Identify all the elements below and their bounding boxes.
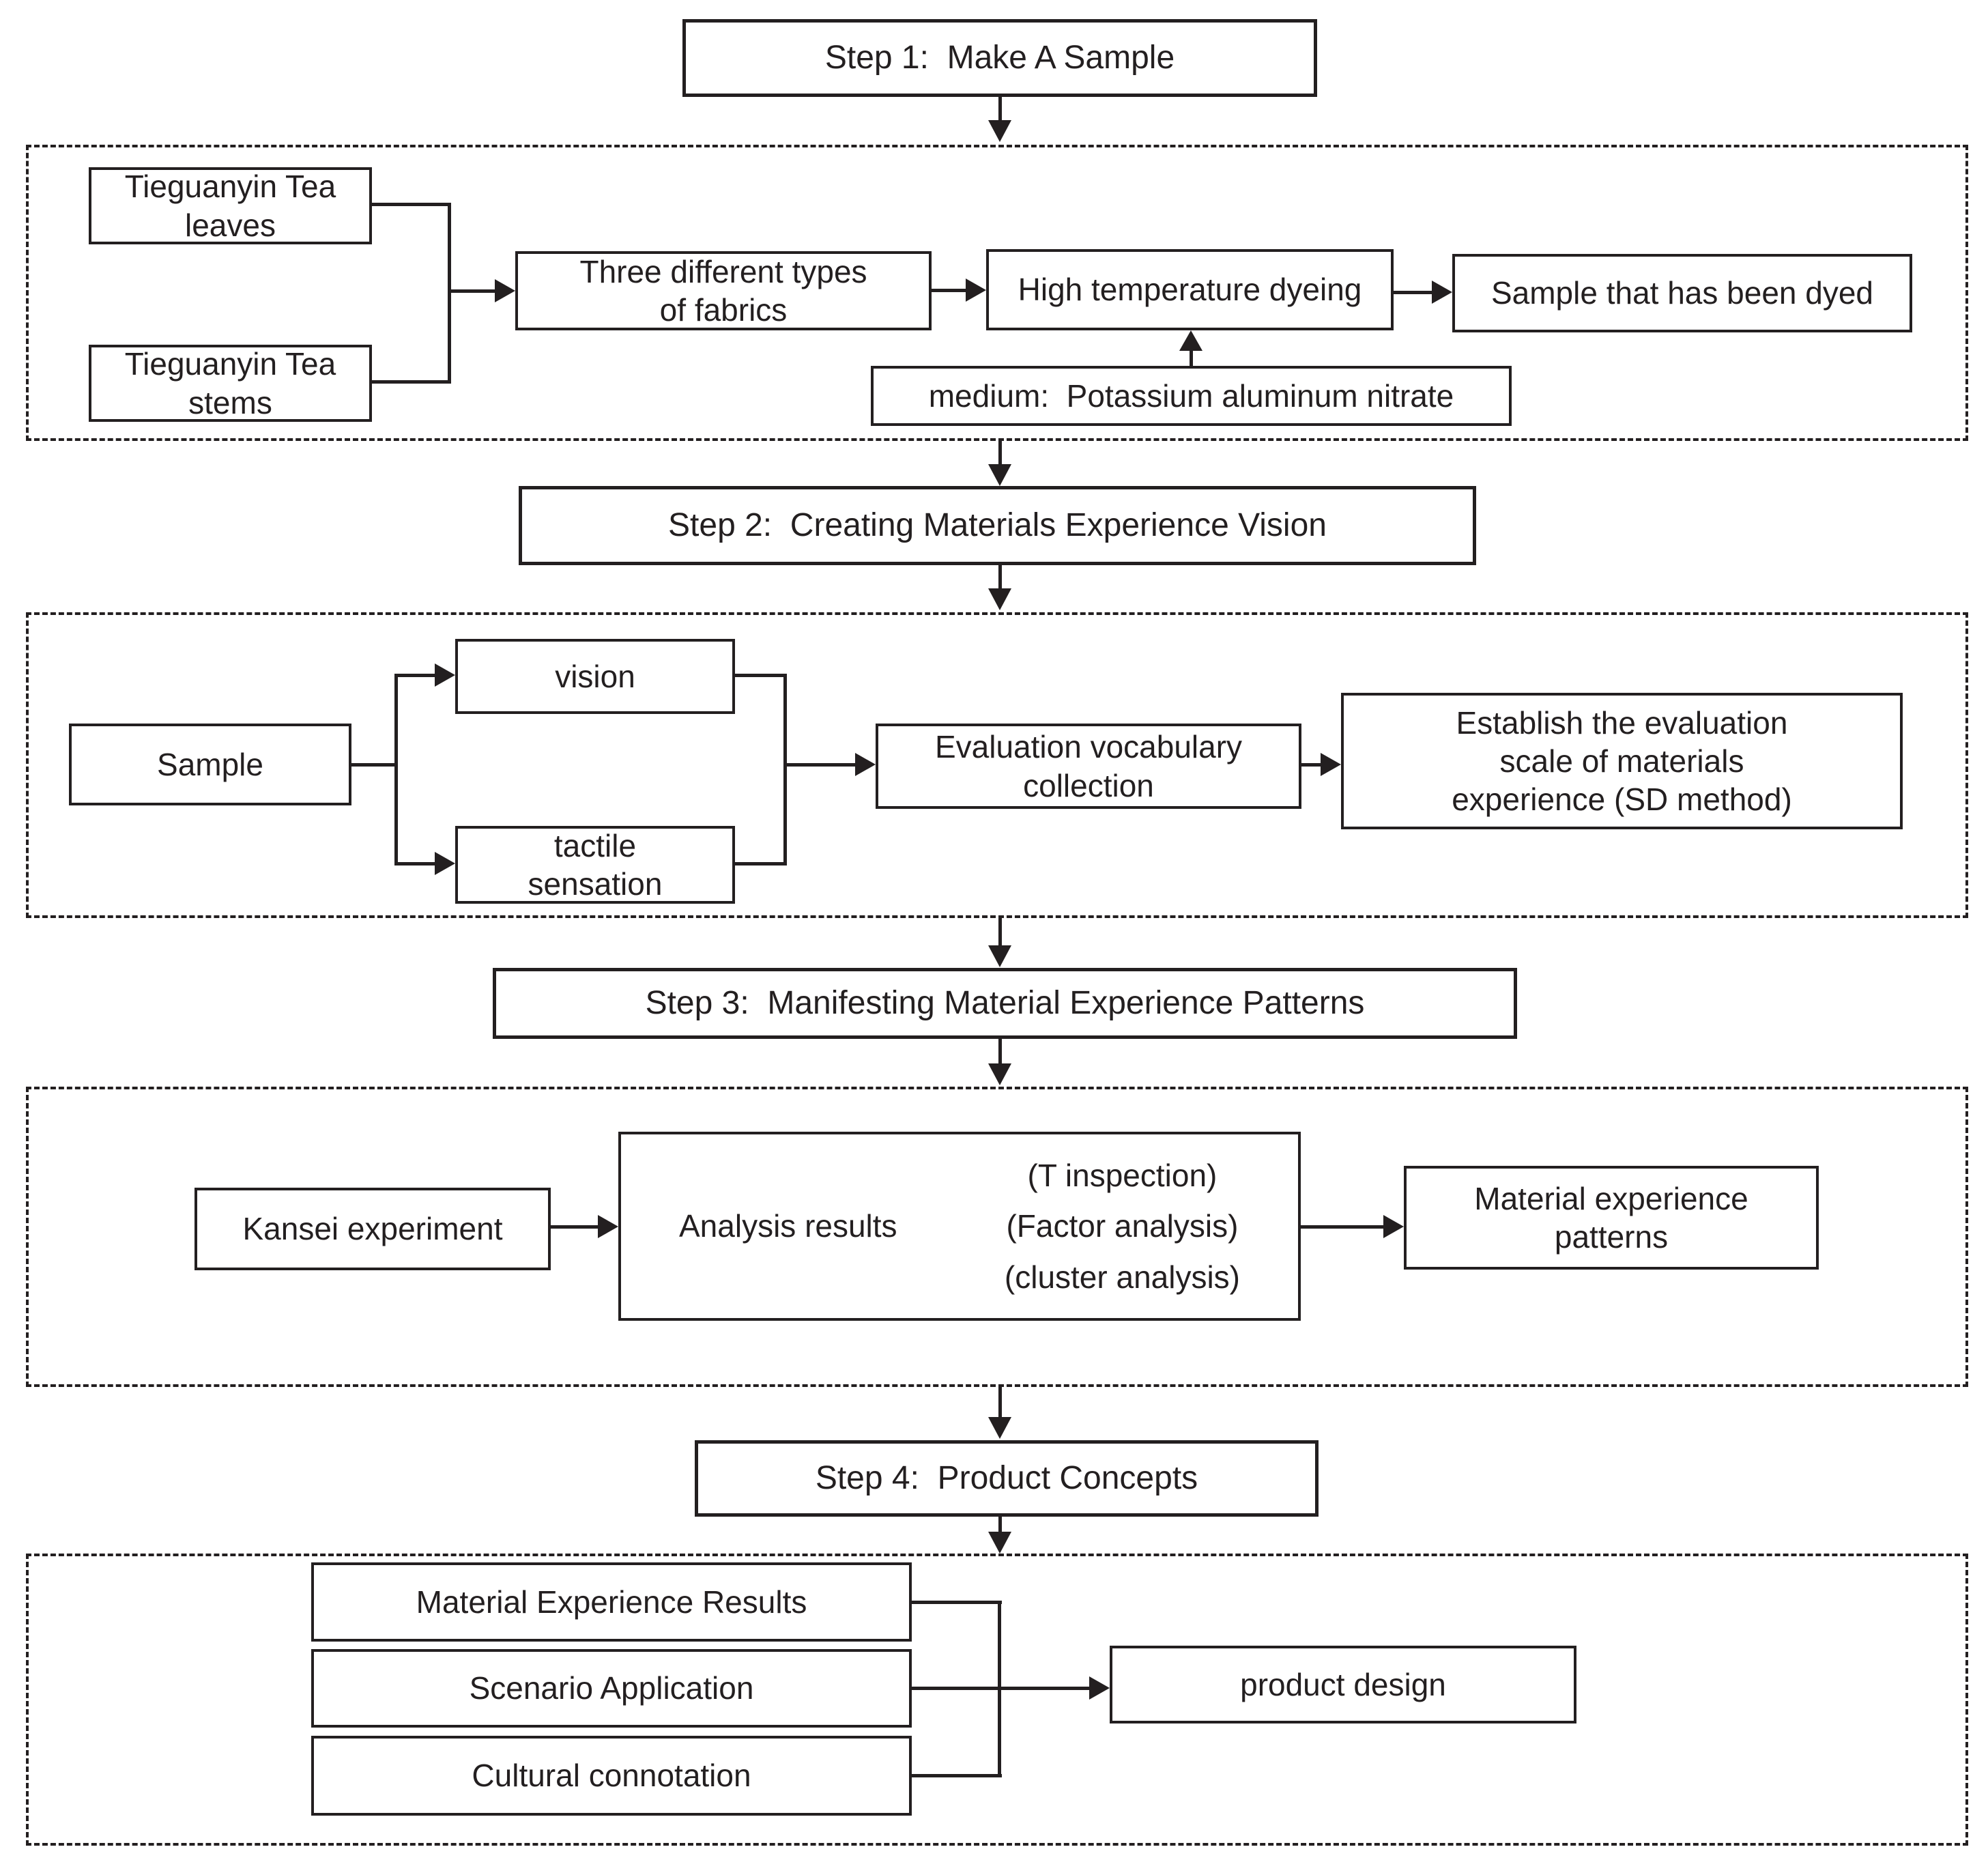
arrow-dyeing-to-sample-line xyxy=(1394,291,1432,294)
dyed-sample-label: Sample that has been dyed xyxy=(1490,275,1874,311)
product-design-box: product design xyxy=(1110,1646,1576,1723)
arrow-section1-to-step2-head xyxy=(988,464,1011,486)
cultural-connotation-box: Cultural connotation xyxy=(311,1736,912,1816)
arrow-kansei-to-analysis-head xyxy=(598,1215,618,1238)
arrow-step3-to-section3-head xyxy=(988,1063,1011,1085)
tea-leaves-label: Tieguanyin Tea leaves xyxy=(124,169,336,243)
arrow-step1-to-section1-head xyxy=(988,120,1011,142)
vision-label: vision xyxy=(555,658,635,694)
section4-frame xyxy=(26,1554,1968,1846)
connector-stems-stub xyxy=(372,380,450,384)
arrow-vocabulary-to-establish-head xyxy=(1321,753,1341,776)
medium-label: medium: Potassium aluminum nitrate xyxy=(928,377,1454,414)
establish-scale-box: Establish the evaluation scale of materi… xyxy=(1341,693,1903,829)
vocabulary-label: Evaluation vocabulary collection xyxy=(934,729,1243,803)
dyeing-box: High temperature dyeing xyxy=(986,249,1394,330)
connector-results-stub xyxy=(912,1601,1002,1604)
arrow-senses-to-vocabulary-line xyxy=(783,763,856,767)
dyed-sample-box: Sample that has been dyed xyxy=(1452,254,1912,332)
step4-header-label: Step 4: Product Concepts xyxy=(815,1459,1198,1496)
step3-header-box: Step 3: Manifesting Material Experience … xyxy=(493,968,1517,1039)
arrow-sample-to-vision-head xyxy=(435,663,455,687)
step1-header-box: Step 1: Make A Sample xyxy=(682,19,1317,97)
medium-box: medium: Potassium aluminum nitrate xyxy=(871,366,1512,426)
kansei-label: Kansei experiment xyxy=(242,1211,503,1247)
step3-header-label: Step 3: Manifesting Material Experience … xyxy=(645,984,1365,1021)
arrow-fabrics-to-dyeing-head xyxy=(966,278,986,302)
step1-header-label: Step 1: Make A Sample xyxy=(824,39,1175,76)
arrow-fabrics-to-dyeing-line xyxy=(932,289,966,292)
analysis-results-label: Analysis results xyxy=(679,1208,897,1244)
arrow-analysis-to-patterns-line xyxy=(1301,1225,1385,1229)
arrow-sample-to-vision-line xyxy=(394,674,436,677)
arrow-tea-to-fabrics-line xyxy=(448,289,495,293)
arrow-medium-to-dyeing-head xyxy=(1179,330,1202,351)
connector-tea-merge-line xyxy=(448,203,451,384)
fabrics-label: Three different types of fabrics xyxy=(579,253,867,328)
arrow-concepts-to-product-line xyxy=(912,1687,1091,1690)
step4-header-box: Step 4: Product Concepts xyxy=(695,1440,1319,1517)
vision-box: vision xyxy=(455,639,735,714)
connector-sample-stub xyxy=(351,763,397,767)
arrow-tea-to-fabrics-head xyxy=(495,279,515,302)
tea-stems-label: Tieguanyin Tea stems xyxy=(124,346,336,420)
connector-senses-merge-line xyxy=(783,674,787,865)
section1-frame xyxy=(26,145,1968,441)
kansei-box: Kansei experiment xyxy=(195,1188,551,1270)
experience-patterns-box: Material experience patterns xyxy=(1404,1166,1819,1270)
material-results-label: Material Experience Results xyxy=(416,1584,807,1620)
sample-box: Sample xyxy=(69,724,351,805)
arrow-step1-to-section1-line xyxy=(998,97,1002,121)
arrow-senses-to-vocabulary-head xyxy=(855,753,876,776)
section3-frame xyxy=(26,1087,1968,1387)
arrow-kansei-to-analysis-line xyxy=(551,1225,599,1229)
tactile-box: tactile sensation xyxy=(455,826,735,904)
arrow-vocabulary-to-establish-line xyxy=(1301,763,1322,767)
analysis-results-box: Analysis results (T inspection) (Factor … xyxy=(618,1132,1301,1321)
section2-frame xyxy=(26,612,1968,918)
analysis-methods-list: (T inspection) (Factor analysis) (cluste… xyxy=(1004,1157,1240,1295)
arrow-step3-to-section3-line xyxy=(998,1039,1002,1065)
tea-stems-box: Tieguanyin Tea stems xyxy=(89,345,372,422)
arrow-section2-to-step3-head xyxy=(988,945,1011,967)
connector-cultural-stub xyxy=(912,1774,1002,1777)
product-design-label: product design xyxy=(1240,1666,1446,1702)
sample-label: Sample xyxy=(157,746,263,782)
arrow-sample-to-tactile-head xyxy=(435,852,455,875)
arrow-step2-to-section2-head xyxy=(988,588,1011,610)
vocabulary-box: Evaluation vocabulary collection xyxy=(876,724,1301,809)
tea-leaves-box: Tieguanyin Tea leaves xyxy=(89,167,372,244)
tactile-label: tactile sensation xyxy=(528,827,663,902)
arrow-section3-to-step4-line xyxy=(998,1387,1002,1418)
connector-leaves-stub xyxy=(372,203,450,206)
arrow-step2-to-section2-line xyxy=(998,565,1002,590)
arrow-section2-to-step3-line xyxy=(998,918,1002,947)
material-results-box: Material Experience Results xyxy=(311,1562,912,1642)
cultural-connotation-label: Cultural connotation xyxy=(472,1758,751,1794)
experience-patterns-label: Material experience patterns xyxy=(1474,1180,1748,1255)
step2-header-box: Step 2: Creating Materials Experience Vi… xyxy=(519,486,1476,565)
connector-sample-branch-line xyxy=(394,674,398,865)
arrow-step4-to-section4-line xyxy=(998,1517,1002,1533)
scenario-application-label: Scenario Application xyxy=(469,1670,754,1706)
establish-scale-label: Establish the evaluation scale of materi… xyxy=(1452,704,1792,818)
scenario-application-box: Scenario Application xyxy=(311,1649,912,1728)
arrow-dyeing-to-sample-head xyxy=(1432,281,1452,304)
arrow-analysis-to-patterns-head xyxy=(1383,1215,1404,1238)
arrow-medium-to-dyeing-line xyxy=(1190,348,1193,367)
arrow-sample-to-tactile-line xyxy=(394,862,436,865)
arrow-section3-to-step4-head xyxy=(988,1417,1011,1439)
step2-header-label: Step 2: Creating Materials Experience Vi… xyxy=(668,506,1327,543)
dyeing-label: High temperature dyeing xyxy=(1018,272,1362,308)
connector-tactile-stub xyxy=(735,862,787,865)
arrow-section1-to-step2-line xyxy=(998,441,1002,466)
arrow-concepts-to-product-head xyxy=(1089,1676,1110,1700)
fabrics-box: Three different types of fabrics xyxy=(515,251,932,330)
arrow-step4-to-section4-head xyxy=(988,1532,1011,1554)
connector-vision-stub xyxy=(735,674,787,677)
